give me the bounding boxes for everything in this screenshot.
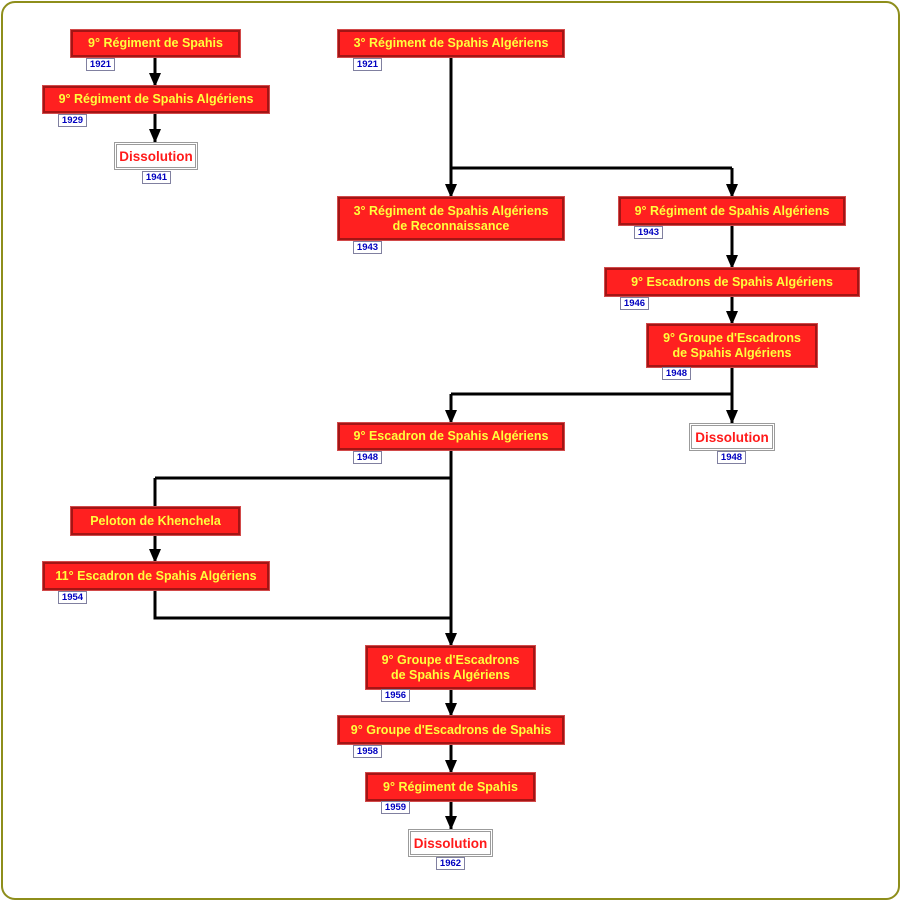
node-9e-regiment-spahis-1921: 9° Régiment de Spahis (70, 29, 241, 58)
node-dissolution-1941: Dissolution (114, 142, 198, 170)
node-9e-regiment-spahis-1959: 9° Régiment de Spahis (365, 772, 536, 802)
link-n8-split (451, 367, 734, 396)
year-badge: 1956 (381, 689, 410, 702)
node-3e-rsa-reconnaissance-1943: 3° Régiment de Spahis Algériens de Recon… (337, 196, 565, 241)
year-badge: 1943 (353, 241, 382, 254)
node-3e-rsa-1921: 3° Régiment de Spahis Algériens (337, 29, 565, 58)
year-badge: 1948 (353, 451, 382, 464)
year-badge: 1962 (436, 857, 465, 870)
node-dissolution-1948: Dissolution (689, 423, 775, 451)
year-badge: 1948 (717, 451, 746, 464)
link-n4-split (449, 57, 732, 170)
node-9e-gesa-1956: 9° Groupe d'Escadrons de Spahis Algérien… (365, 645, 536, 690)
year-badge: 1948 (662, 367, 691, 380)
year-badge: 1946 (620, 297, 649, 310)
node-peloton-khenchela: Peloton de Khenchela (70, 506, 241, 536)
node-9e-ges-1958: 9° Groupe d'Escadrons de Spahis (337, 715, 565, 745)
year-badge: 1921 (86, 58, 115, 71)
node-9e-gesa-1948: 9° Groupe d'Escadrons de Spahis Algérien… (646, 323, 818, 368)
year-badge: 1959 (381, 801, 410, 814)
link-n9-split (155, 450, 453, 480)
node-9e-escadrons-1946: 9° Escadrons de Spahis Algériens (604, 267, 860, 297)
node-11e-escadron-1954: 11° Escadron de Spahis Algériens (42, 561, 270, 591)
year-badge: 1943 (634, 226, 663, 239)
node-9e-escadron-1948: 9° Escadron de Spahis Algériens (337, 422, 565, 451)
link-n12-merge (153, 590, 451, 620)
node-dissolution-1962: Dissolution (408, 829, 493, 857)
year-badge: 1929 (58, 114, 87, 127)
year-badge: 1921 (353, 58, 382, 71)
node-9e-rsa-1943: 9° Régiment de Spahis Algériens (618, 196, 846, 226)
year-badge: 1954 (58, 591, 87, 604)
year-badge: 1958 (353, 745, 382, 758)
node-9e-rsa-1929: 9° Régiment de Spahis Algériens (42, 85, 270, 114)
year-badge: 1941 (142, 171, 171, 184)
